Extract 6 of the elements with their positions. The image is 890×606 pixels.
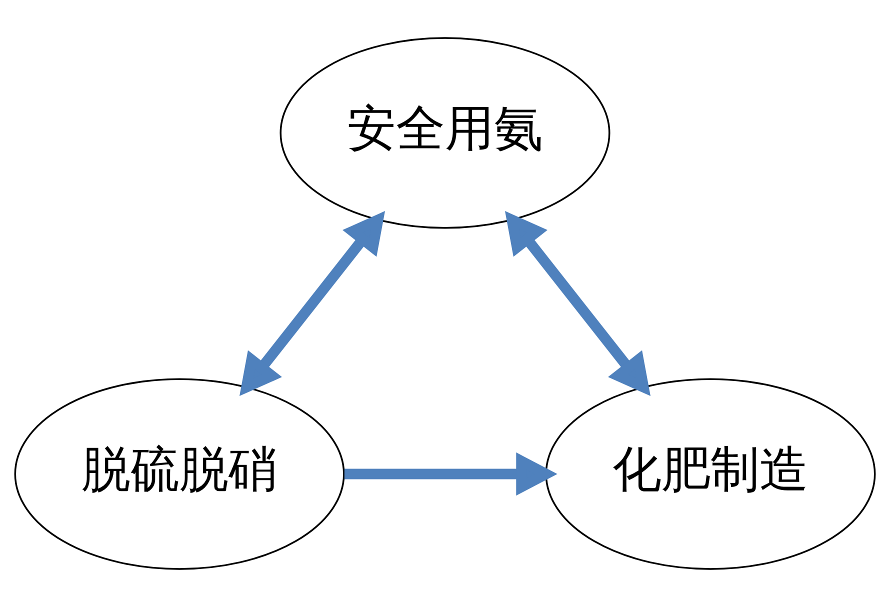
arrow: [504, 210, 651, 396]
node-ellipse: 脱硫脱硝: [14, 378, 345, 570]
node-ellipse: 安全用氨: [280, 36, 610, 228]
arrow: [239, 210, 386, 396]
arrow: [344, 452, 558, 496]
node-ellipse: 化肥制造: [545, 378, 876, 570]
